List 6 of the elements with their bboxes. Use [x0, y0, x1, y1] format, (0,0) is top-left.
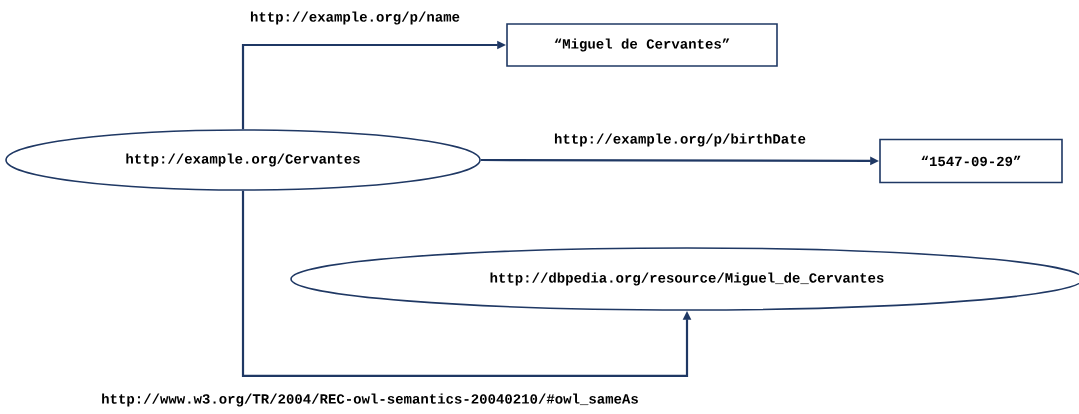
edge-label: http://example.org/p/name — [249, 10, 461, 26]
literal-box: “1547-09-29” — [879, 138, 1063, 184]
edge-label: http://example.org/p/birthDate — [553, 132, 807, 148]
literal-box: “Miguel de Cervantes” — [506, 23, 778, 67]
edge-label: http://www.w3.org/TR/2004/REC-owl-semantics-20040210/#owl_sameAs — [100, 392, 640, 408]
ellipse-node: http://example.org/Cervantes — [5, 129, 481, 191]
